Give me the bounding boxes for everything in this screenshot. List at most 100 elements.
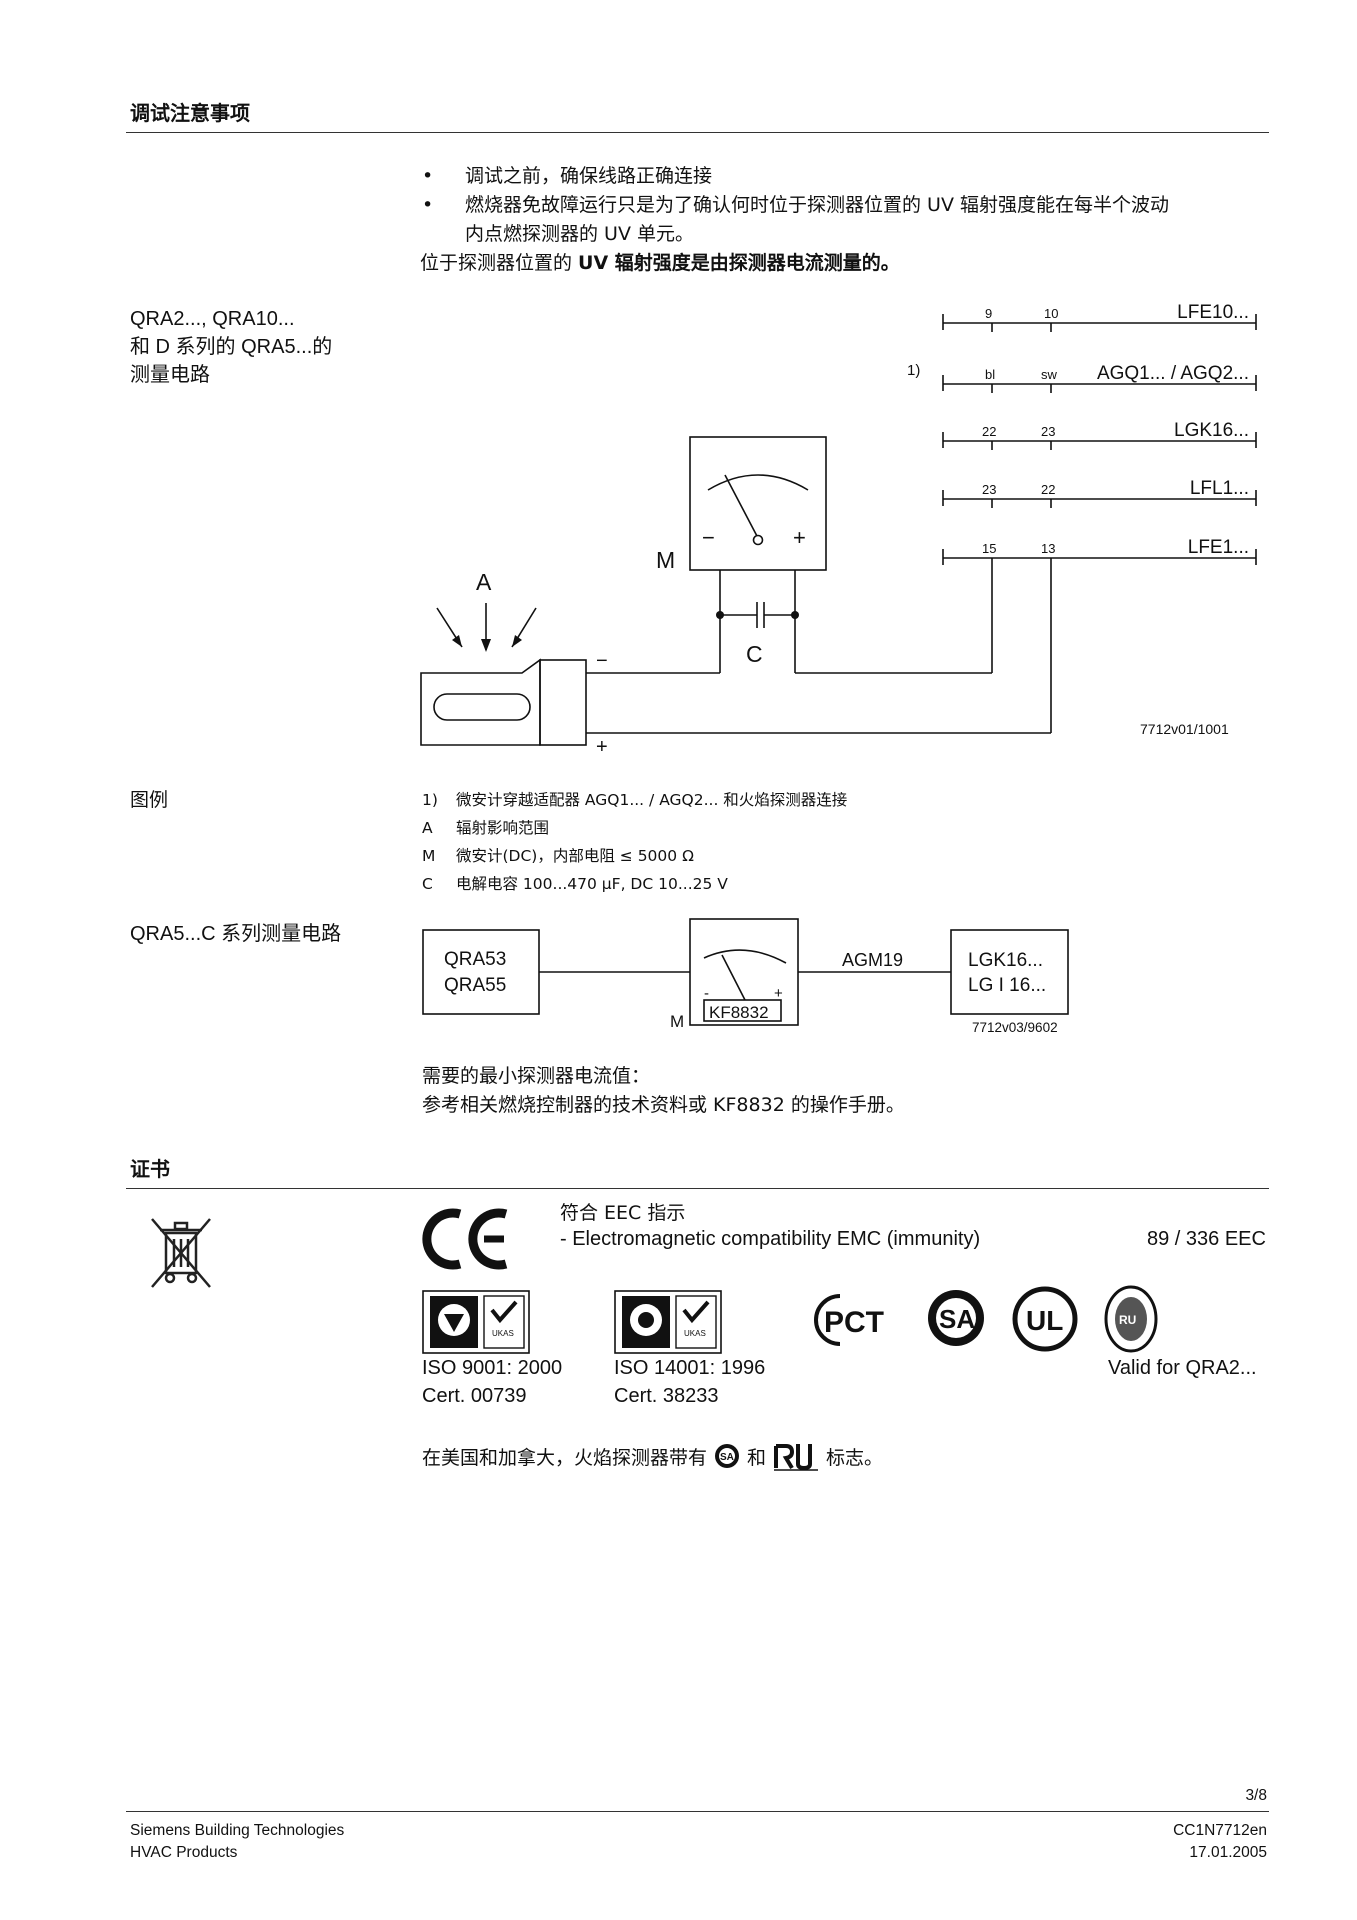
legend-text: 电解电容 100...470 μF, DC 10...25 V [456, 875, 728, 893]
csa-small-icon: SA [715, 1444, 740, 1468]
footer-date: 17.01.2005 [1189, 1844, 1267, 1861]
meter-scale [703, 949, 787, 964]
junction-dot [716, 611, 724, 619]
bullet-dot: • [422, 194, 434, 216]
rail-lfe10 [942, 314, 1257, 332]
junction-dot [791, 611, 799, 619]
csa-ur-note: 在美国和加拿大，火焰探测器带有 SA 和 标志。 [422, 1440, 883, 1472]
rail-device-name: LFL1... [1190, 478, 1249, 499]
page-number: 3/8 [1245, 1787, 1267, 1804]
rail-lgk16 [942, 432, 1257, 450]
rail-terminal-right: 13 [1041, 541, 1055, 556]
box1-line: QRA55 [444, 975, 506, 996]
note-bold: UV 辐射强度是由探测器电流测量的。 [578, 252, 900, 274]
legend-key: C [422, 875, 433, 893]
rail-terminal-right: 10 [1044, 306, 1058, 321]
arrow-head [481, 639, 491, 652]
csa-mark-icon: SA [928, 1290, 984, 1346]
meter-minus: − [702, 525, 715, 550]
meter-label: M [670, 1012, 684, 1031]
min-current-line: 参考相关燃烧控制器的技术资料或 KF8832 的操作手册。 [422, 1094, 905, 1116]
min-current-note: 需要的最小探测器电流值： 参考相关燃烧控制器的技术资料或 KF8832 的操作手… [422, 1062, 905, 1120]
footer-left: Siemens Building Technologies HVAC Produ… [130, 1820, 344, 1864]
microammeter-box [689, 436, 827, 571]
arrow-head [452, 635, 462, 647]
bullet-item: • 调试之前，确保线路正确连接 [420, 162, 1280, 191]
rail-terminal-left: 23 [982, 482, 996, 497]
iso-line: ISO 14001: 1996 [614, 1357, 766, 1379]
emc-code: 89 / 336 EEC [1147, 1228, 1266, 1250]
legend-text: 微安计穿越适配器 AGQ1... / AGQ2... 和火焰探测器连接 [456, 791, 848, 809]
footer-divider [126, 1811, 1269, 1812]
rail-terminal-left: 22 [982, 424, 996, 439]
legend-key: 1) [422, 791, 438, 809]
rail-marker: 1) [907, 362, 920, 379]
iso9001-caption: ISO 9001: 2000 Cert. 00739 [422, 1354, 562, 1410]
csa-note-text: 在美国和加拿大，火焰探测器带有 [422, 1446, 708, 1469]
legend-text: 微安计(DC)，内部电阻 ≤ 5000 Ω [456, 847, 694, 865]
rail-device-name: LFE1... [1188, 537, 1249, 558]
box1-line: QRA53 [444, 949, 506, 970]
circuit2-diagram: QRA53 QRA55 - + KF8832 M AGM19 LGK16... … [422, 918, 1069, 1035]
iso-line: ISO 9001: 2000 [422, 1357, 563, 1379]
meter-plus: + [774, 985, 783, 1002]
section-title-certificates: 证书 [130, 1157, 170, 1181]
side-label-line: 和 D 系列的 QRA5...的 [130, 336, 333, 358]
rail-agq [942, 375, 1257, 393]
bullet-dot: • [422, 165, 434, 187]
iso14001-caption: ISO 14001: 1996 Cert. 38233 [614, 1354, 765, 1410]
legend-item: C 电解电容 100...470 μF, DC 10...25 V [422, 872, 728, 894]
section-divider [126, 132, 1269, 133]
weee-bin-icon [151, 1218, 211, 1288]
bullet-continuation: 内点燃探测器的 UV 单元。 [420, 220, 1280, 249]
legend-title: 图例 [130, 789, 169, 811]
box2-line: LGK16... [968, 950, 1043, 971]
detector-window [433, 693, 531, 721]
pct-text: PCT [824, 1306, 884, 1339]
rail-device-name: LGK16... [1174, 420, 1249, 441]
detector-minus: − [596, 650, 608, 672]
note-plain: 位于探测器位置的 [420, 252, 579, 274]
sa-small-text: SA [720, 1452, 734, 1463]
pct-mark-icon: PCT [814, 1294, 884, 1346]
capacitor-label: C [746, 641, 763, 667]
drawing-number: 7712v01/1001 [1140, 721, 1229, 737]
emc-line: - Electromagnetic compatibility EMC (imm… [560, 1228, 981, 1250]
footer-division: HVAC Products [130, 1844, 238, 1861]
drawing-number: 7712v03/9602 [972, 1020, 1058, 1035]
csa-note-text: 和 [747, 1446, 767, 1469]
section-title-commissioning: 调试注意事项 [130, 101, 250, 125]
rail-terminal-left: bl [985, 367, 995, 382]
ce-mark-icon: CE [422, 1208, 508, 1270]
rail-device-name: AGQ1... / AGQ2... [1097, 363, 1249, 384]
detector-box [422, 929, 540, 1015]
commissioning-bullets: • 调试之前，确保线路正确连接 • 燃烧器免故障运行只是为了确认何时位于探测器位… [420, 162, 1280, 278]
meter-minus: - [704, 985, 709, 1002]
side-label-line: QRA2..., QRA10... [130, 308, 295, 330]
rail-lfl1 [942, 490, 1257, 508]
box2-line: LG I 16... [968, 975, 1046, 996]
meter-needle [724, 474, 759, 539]
legend-key: A [422, 819, 433, 837]
measurement-note: 位于探测器位置的 UV 辐射强度是由探测器电流测量的。 [420, 249, 1280, 278]
radiation-label: A [476, 569, 492, 595]
bullet-text: 燃烧器免故障运行只是为了确认何时位于探测器位置的 UV 辐射强度能在每半个波动 [465, 194, 1169, 216]
arrow-head [512, 635, 522, 647]
meter-scale [707, 474, 809, 491]
ukas-text: UKAS [684, 1329, 706, 1338]
footer-company: Siemens Building Technologies [130, 1822, 345, 1839]
valid-for: Valid for QRA2... [1108, 1357, 1257, 1379]
meter-name: KF8832 [709, 1003, 769, 1022]
bureau-veritas-seal-icon: RU [1104, 1285, 1158, 1353]
csa-note-text: 标志。 [826, 1446, 884, 1469]
cable-label: AGM19 [842, 950, 903, 970]
footer-right: CC1N7712en 17.01.2005 [1173, 1820, 1267, 1864]
controller-box [950, 929, 1069, 1015]
ul-mark-icon: UL [1012, 1286, 1078, 1352]
circuit1-diagram: 9 10 bl sw 22 23 23 22 15 13 LFE10... AG… [420, 302, 1257, 758]
bullet-text: 调试之前，确保线路正确连接 [465, 165, 713, 187]
min-current-line: 需要的最小探测器电流值： [422, 1065, 651, 1087]
circuit2-side-label: QRA5...C 系列测量电路 [130, 923, 342, 945]
